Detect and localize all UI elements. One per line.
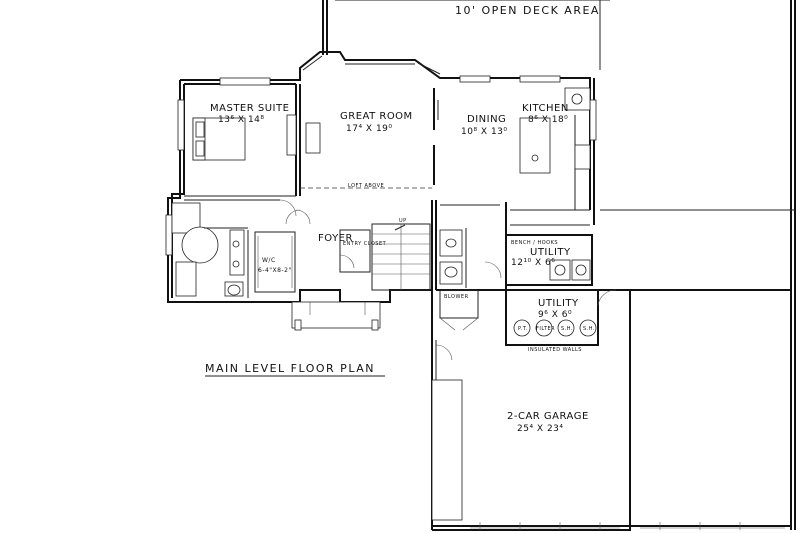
master-suite-dims: 13⁶ X 14⁸ xyxy=(218,115,265,125)
utility-1-dims: 12¹⁰ X 6⁶ xyxy=(511,258,555,268)
garage-dims: 25⁴ X 23⁴ xyxy=(517,424,564,434)
utility-room-1 xyxy=(484,259,591,281)
kitchen-island xyxy=(519,117,551,174)
wic-dims: 6-4"X8-2" xyxy=(258,267,292,274)
dining-dims: 10⁸ X 13⁰ xyxy=(461,127,508,137)
blower-label: BLOWER xyxy=(444,294,469,300)
windows xyxy=(165,75,597,256)
utility-1-label: UTILITY xyxy=(530,247,571,258)
plan-title: MAIN LEVEL FLOOR PLAN xyxy=(205,362,375,375)
bay-window xyxy=(302,55,441,75)
stair-up-label: UP xyxy=(399,218,407,224)
utility-2-dims: 9⁶ X 6⁰ xyxy=(538,310,572,320)
entry-closet-label: ENTRY CLOSET xyxy=(343,241,387,247)
tub-icon xyxy=(181,226,219,264)
walk-in-closet xyxy=(254,231,296,293)
utility-room-2 xyxy=(513,289,617,337)
equip-pt: P.T. xyxy=(518,326,528,332)
master-suite-label: MASTER SUITE xyxy=(210,103,289,114)
garage-door-track xyxy=(470,522,785,530)
equip-sh-1: S.H. xyxy=(561,326,573,332)
insulated-walls-label: INSULATED WALLS xyxy=(528,347,582,353)
kitchen-dims: 8⁶ X 18⁰ xyxy=(528,115,568,125)
deck-label: 10' OPEN DECK AREA xyxy=(455,4,600,17)
garage-counter xyxy=(431,379,463,521)
kitchen-label: KITCHEN xyxy=(522,103,569,114)
garage-label: 2-CAR GARAGE xyxy=(507,411,589,422)
utility-2-label: UTILITY xyxy=(538,298,579,309)
loft-above-label: LOFT ABOVE xyxy=(348,183,384,189)
foyer-label: FOYER xyxy=(318,233,353,244)
dining-label: DINING xyxy=(467,114,506,125)
master-bath xyxy=(171,202,249,298)
equip-filter: FILTER xyxy=(536,326,555,332)
fireplace-icon xyxy=(305,122,321,154)
wic-label: W/C xyxy=(262,257,276,264)
blower-closet xyxy=(439,289,479,331)
bench-hooks-label: BENCH / HOOKS xyxy=(511,240,558,246)
master-suite xyxy=(184,114,297,217)
foyer xyxy=(285,209,431,331)
great-room-dims: 17⁴ X 19⁰ xyxy=(346,124,393,134)
great-room-label: GREAT ROOM xyxy=(340,111,413,122)
garage xyxy=(431,340,785,530)
equip-sh-2: S.H. xyxy=(583,326,595,332)
kitchen xyxy=(439,87,591,288)
great-room xyxy=(300,88,439,189)
